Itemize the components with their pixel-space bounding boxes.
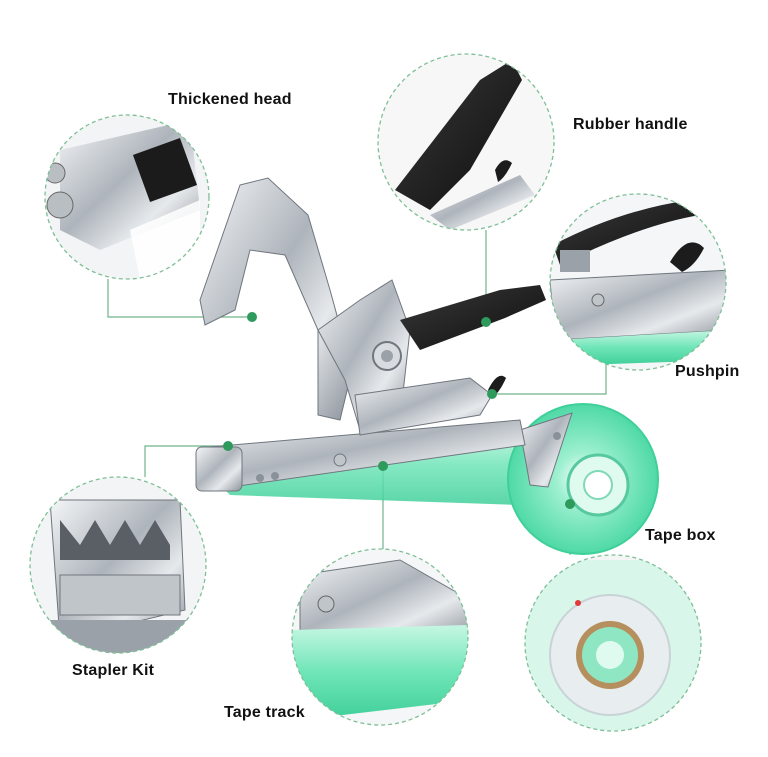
- label-stapler-kit: Stapler Kit: [72, 662, 155, 679]
- callout-stapler-kit: [29, 476, 207, 654]
- label-rubber-handle: Rubber handle: [573, 116, 688, 133]
- callout-rubber-handle: [377, 53, 555, 231]
- callout-thickened-head: [44, 114, 210, 280]
- callout-tape-box: [524, 554, 702, 732]
- label-pushpin: Pushpin: [675, 363, 740, 380]
- label-thickened-head: Thickened head: [168, 91, 292, 108]
- callout-pushpin: [549, 193, 727, 371]
- main-tool: [195, 177, 659, 555]
- label-tape-box: Tape box: [645, 527, 716, 544]
- label-tape-track: Tape track: [224, 704, 305, 721]
- callout-tape-track: [291, 548, 469, 726]
- marker-dot: [223, 312, 575, 509]
